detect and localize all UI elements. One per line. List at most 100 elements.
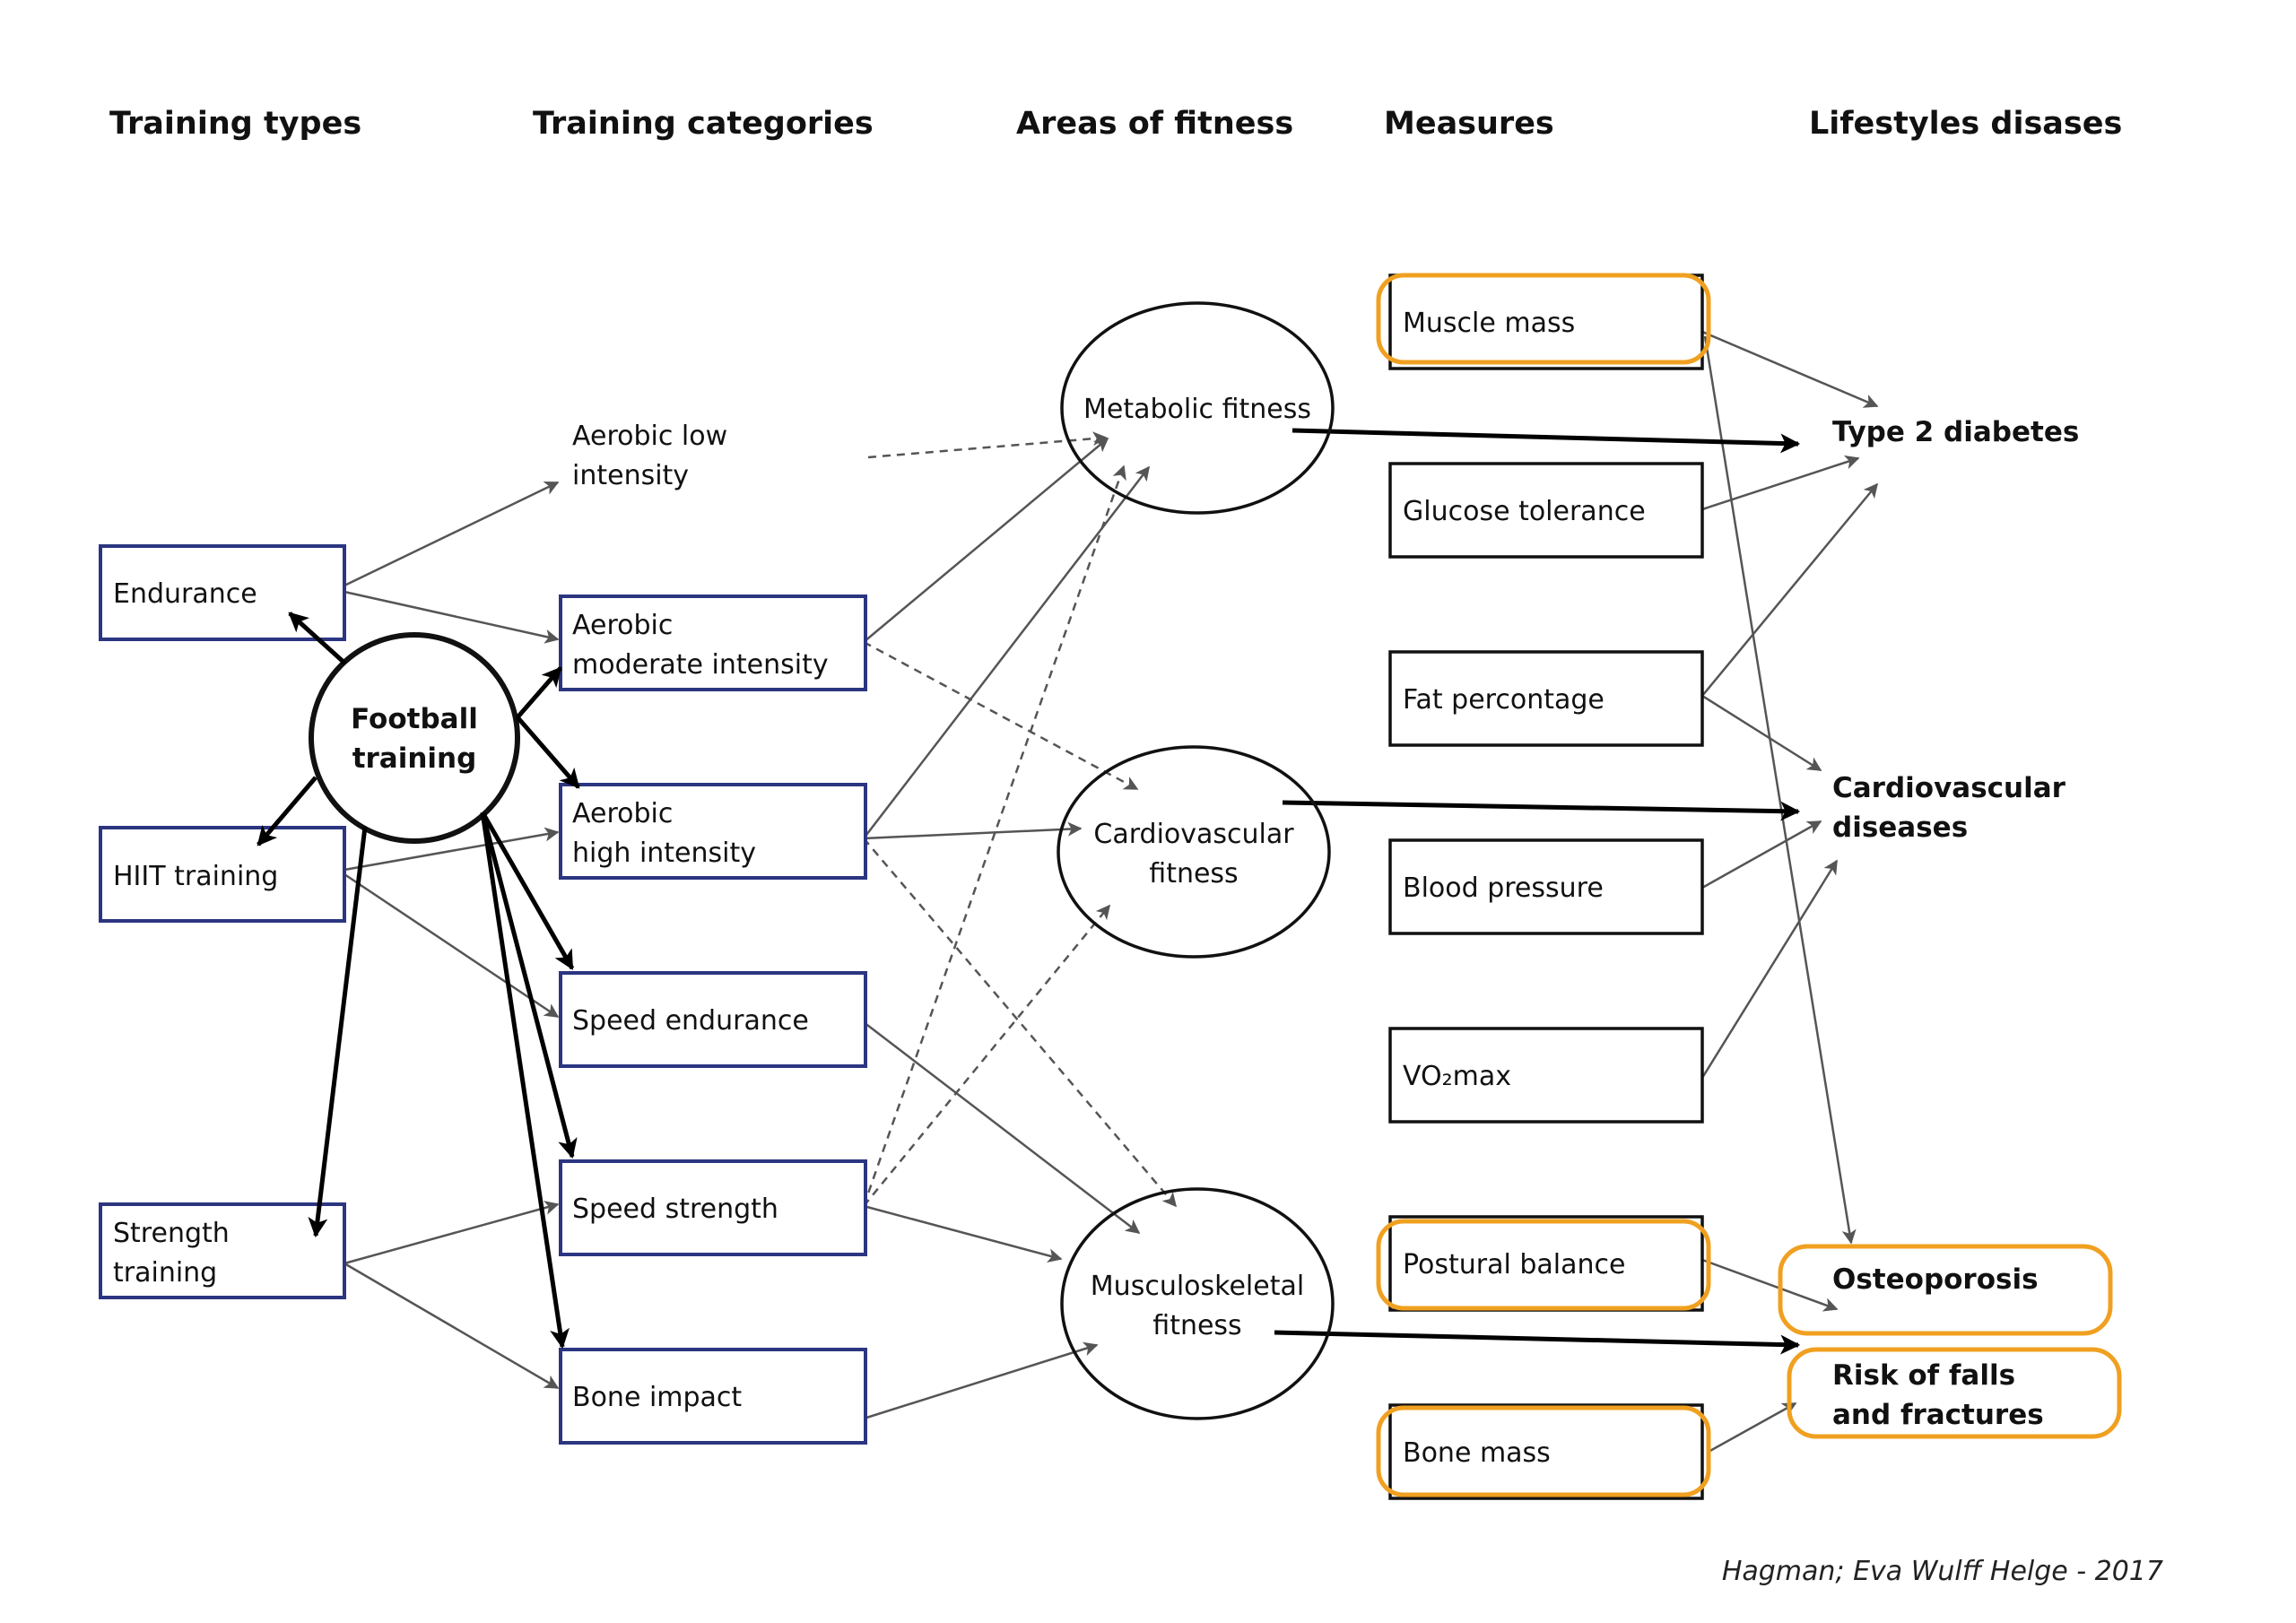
header-training-types: Training types — [109, 106, 361, 142]
category-aerobic-low: Aerobic low intensity — [572, 421, 727, 491]
edge — [308, 826, 368, 1238]
fitness-musculoskeletal: Musculoskeletal fitness — [1060, 1187, 1335, 1420]
aerobic-high-label-line2: high intensity — [572, 838, 756, 869]
edge — [863, 904, 1111, 1207]
endurance-label: Endurance — [113, 578, 257, 610]
postural-balance-label: Postural balance — [1403, 1249, 1625, 1280]
disease-cardiovascular: Cardiovascular diseases — [1832, 772, 2066, 844]
risk-of-falls-label-line2: and fractures — [1832, 1399, 2044, 1431]
strength-label-line2: training — [113, 1257, 217, 1289]
edge — [1706, 1402, 1797, 1454]
metabolic-fitness-label: Metabolic fitness — [1083, 394, 1311, 425]
cardiovascular-fitness-label-line1: Cardiovascular — [1093, 819, 1294, 850]
fat-percentage-label: Fat percontage — [1403, 684, 1605, 716]
edge — [344, 590, 560, 644]
edge — [344, 1262, 560, 1390]
category-bone-impact: Bone impact — [559, 1348, 867, 1445]
risk-of-falls-label-line1: Risk of falls — [1832, 1359, 2015, 1392]
edges-from-football-training — [257, 612, 580, 1350]
football-training-label-line1: Football — [351, 703, 478, 735]
edge — [344, 1201, 560, 1265]
edge — [1701, 820, 1822, 890]
edge — [1701, 455, 1860, 511]
highlight-ring — [1376, 273, 1711, 365]
edge — [1292, 428, 1801, 454]
edge — [1701, 482, 1879, 697]
edges-fitness-to-diseases — [1274, 428, 1801, 1355]
edge — [867, 431, 1108, 459]
speed-strength-label: Speed strength — [572, 1193, 778, 1225]
category-aerobic-high: Aerobic high intensity — [559, 783, 867, 880]
column-headers: Training types Training categories Areas… — [109, 106, 2122, 142]
vo2max-label: VO₂max — [1403, 1061, 1511, 1092]
category-speed-strength: Speed strength — [559, 1159, 867, 1256]
measure-fat-percentage: Fat percontage — [1388, 650, 1704, 747]
edge — [480, 812, 570, 1350]
highlight-ring — [1376, 1405, 1711, 1497]
edges-types-to-categories — [344, 481, 560, 1390]
category-speed-endurance: Speed endurance — [559, 971, 867, 1068]
edge — [344, 827, 560, 872]
edge — [1282, 800, 1801, 821]
glucose-tolerance-label: Glucose tolerance — [1403, 496, 1646, 527]
hiit-label: HIIT training — [113, 861, 278, 892]
osteoporosis-label: Osteoporosis — [1832, 1263, 2039, 1296]
edge — [257, 776, 317, 846]
type-2-diabetes-label: Type 2 diabetes — [1832, 416, 2079, 448]
measure-blood-pressure: Blood pressure — [1388, 838, 1704, 935]
edge — [863, 838, 1178, 1208]
musculoskeletal-fitness-label-line2: fitness — [1152, 1310, 1241, 1341]
blood-pressure-label: Blood pressure — [1403, 872, 1604, 904]
header-areas-of-fitness: Areas of fitness — [1016, 106, 1293, 142]
header-measures: Measures — [1384, 106, 1554, 142]
aerobic-moderate-label-line1: Aerobic — [572, 610, 673, 641]
edge — [863, 1204, 1063, 1263]
highlight-ring — [1778, 1244, 2113, 1336]
highlight-ring — [1376, 1219, 1711, 1311]
edge — [480, 811, 575, 970]
edge — [516, 666, 562, 719]
edge — [288, 612, 347, 665]
cardiovascular-diseases-label-line2: diseases — [1832, 812, 1968, 844]
bone-mass-label: Bone mass — [1403, 1437, 1551, 1469]
credit-text: Hagman; Eva Wulff Helge - 2017 — [1722, 1556, 2163, 1587]
strength-label-line1: Strength — [113, 1218, 230, 1249]
cardiovascular-diseases-label-line1: Cardiovascular — [1832, 772, 2066, 804]
edges-categories-to-fitness — [862, 431, 1178, 1420]
measure-muscle-mass: Muscle mass — [1376, 273, 1711, 370]
training-type-endurance: Endurance — [99, 544, 346, 641]
edge — [862, 464, 1126, 1207]
aerobic-high-label-line1: Aerobic — [572, 798, 673, 829]
measure-postural-balance: Postural balance — [1376, 1215, 1711, 1312]
disease-osteoporosis: Osteoporosis — [1778, 1244, 2113, 1336]
edge — [863, 1341, 1099, 1420]
edge — [863, 437, 1109, 643]
edge — [1701, 1258, 1839, 1312]
football-training-label-line2: training — [352, 742, 477, 775]
highlight-ring — [1787, 1347, 2122, 1439]
football-training: Football training — [309, 632, 520, 844]
training-type-strength: Strength training — [99, 1202, 346, 1299]
edge — [344, 872, 560, 1019]
muscle-mass-label: Muscle mass — [1403, 308, 1575, 339]
edge — [1703, 335, 1857, 1245]
training-type-hiit: HIIT training — [99, 826, 346, 923]
edge — [480, 812, 578, 1159]
bone-impact-label: Bone impact — [572, 1382, 742, 1413]
measure-vo2max: VO₂max — [1388, 1027, 1704, 1124]
fitness-cardiovascular: Cardiovascular fitness — [1057, 745, 1331, 959]
measure-glucose-tolerance: Glucose tolerance — [1388, 462, 1704, 559]
category-aerobic-moderate: Aerobic moderate intensity — [559, 595, 867, 691]
fitness-metabolic: Metabolic fitness — [1060, 301, 1335, 515]
disease-type-2-diabetes: Type 2 diabetes — [1832, 416, 2079, 448]
aerobic-low-label-line1: Aerobic low — [572, 421, 727, 452]
edge — [1701, 330, 1879, 408]
aerobic-low-label-line2: intensity — [572, 460, 689, 491]
disease-risk-of-falls: Risk of falls and fractures — [1787, 1347, 2122, 1439]
musculoskeletal-fitness-label-line1: Musculoskeletal — [1091, 1271, 1304, 1302]
header-training-categories: Training categories — [533, 106, 874, 142]
edge — [1701, 694, 1822, 772]
speed-endurance-label: Speed endurance — [572, 1005, 809, 1037]
edge — [863, 821, 1083, 840]
